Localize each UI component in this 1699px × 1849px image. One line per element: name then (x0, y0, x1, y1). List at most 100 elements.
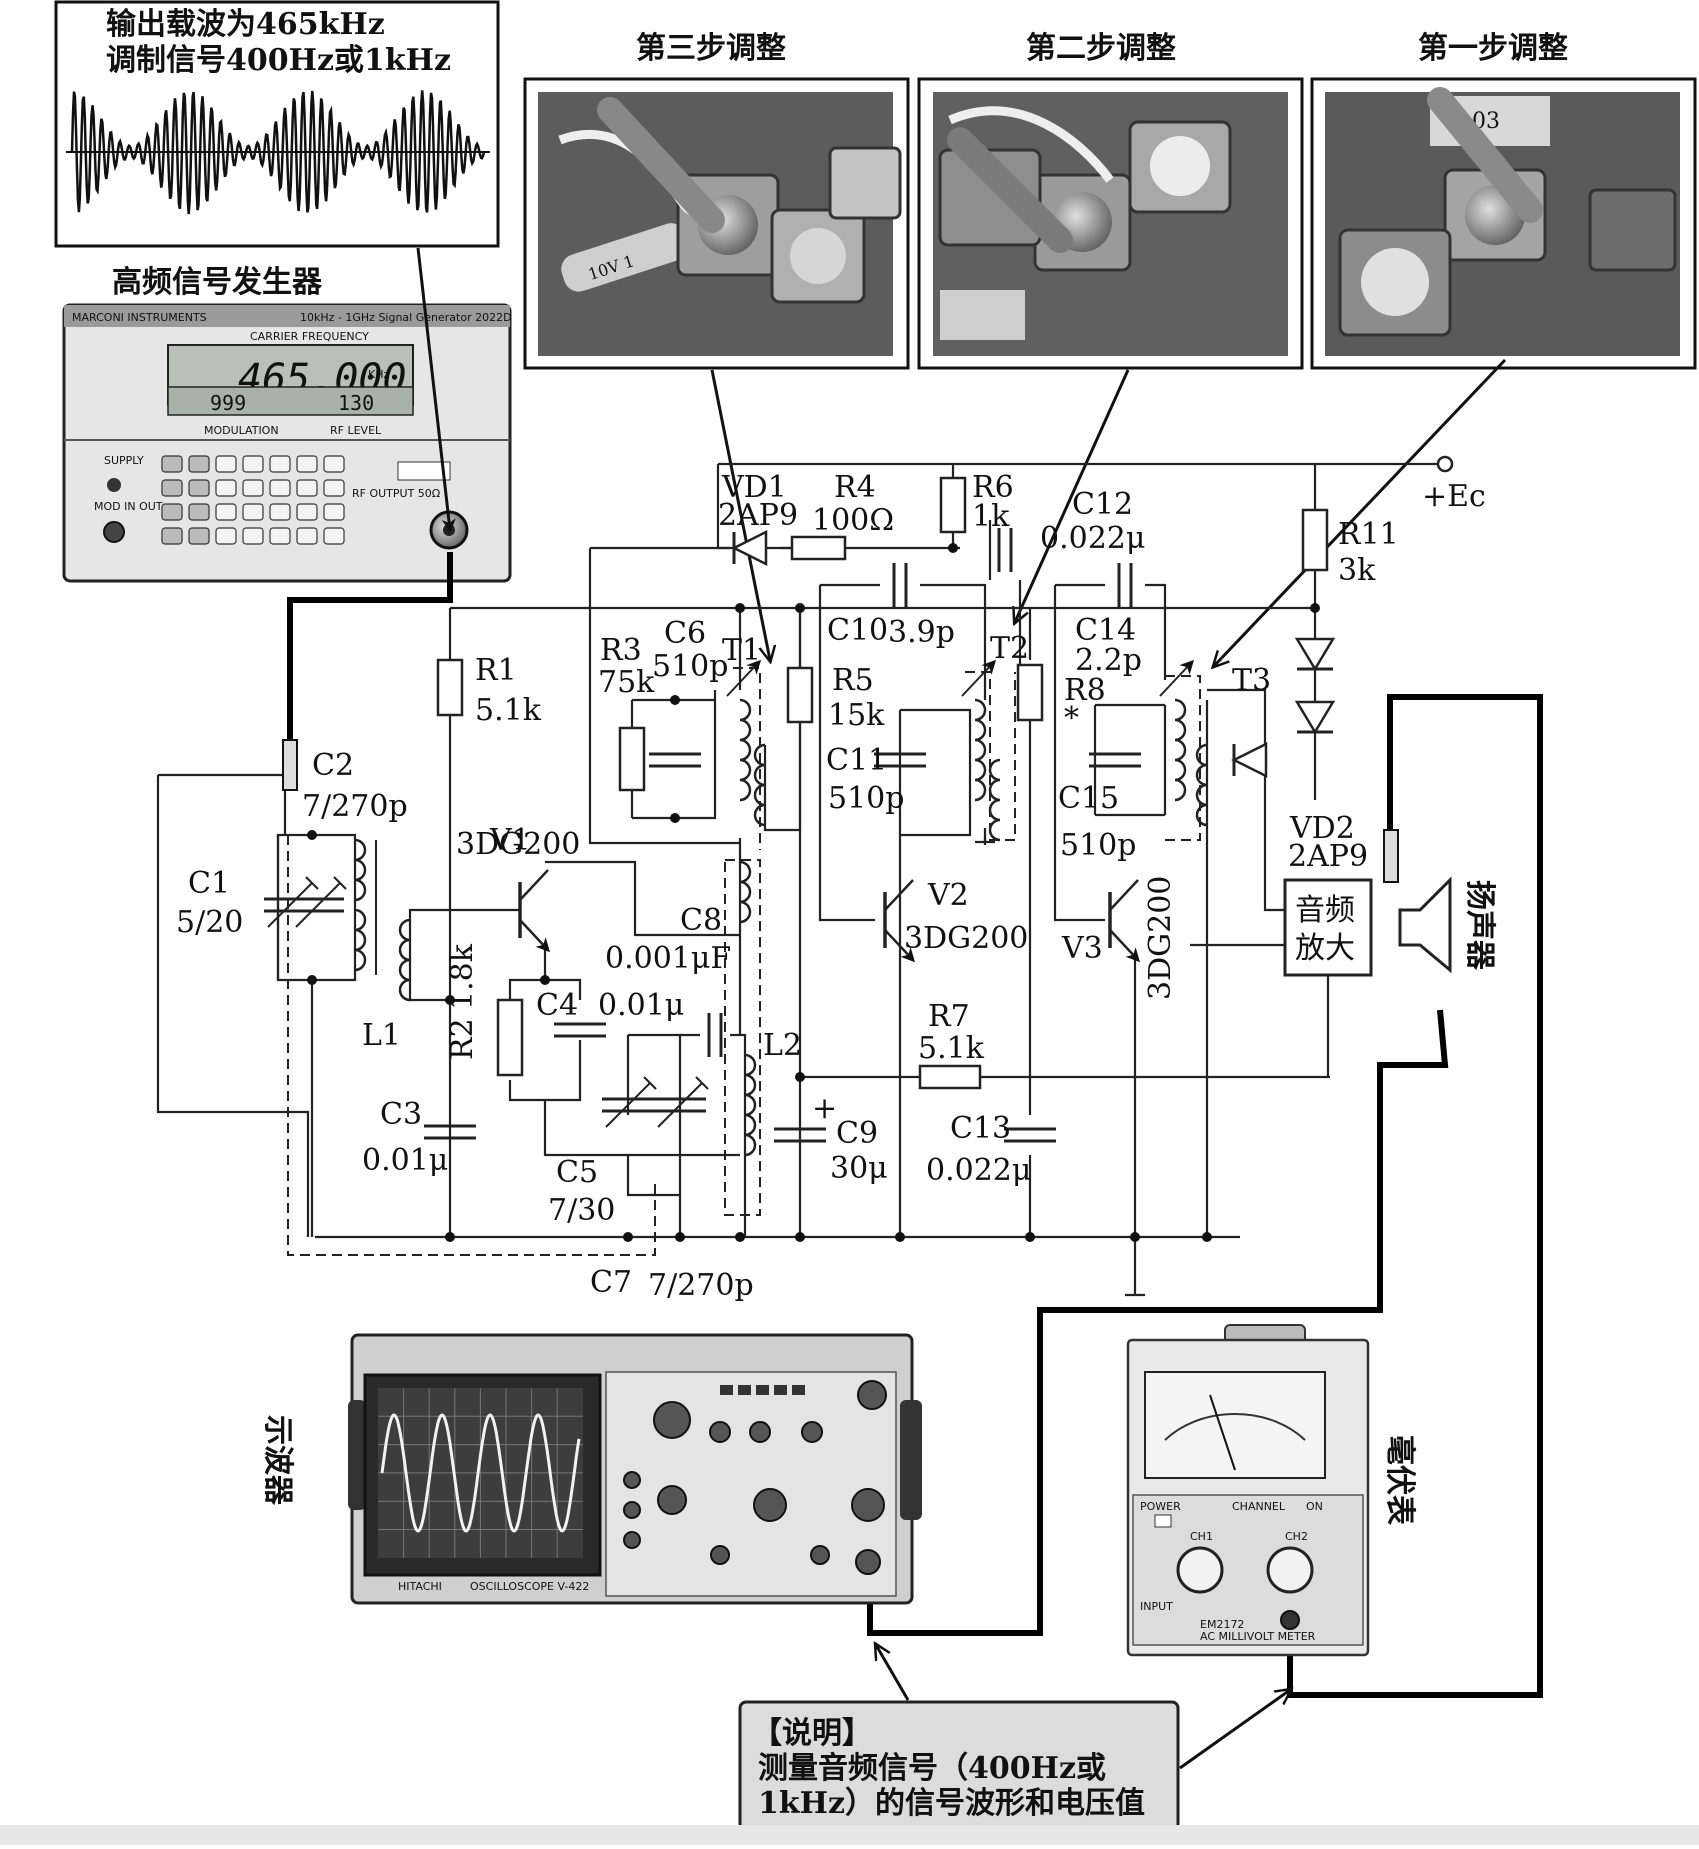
generator-key[interactable] (242, 503, 264, 521)
generator-key[interactable] (188, 479, 210, 497)
generator-key[interactable] (323, 455, 345, 473)
label-r2v: 1.8k (445, 943, 480, 1010)
generator-key[interactable] (242, 527, 264, 545)
generator-key[interactable] (188, 455, 210, 473)
vd2-a (1294, 637, 1336, 672)
generator-key[interactable] (188, 527, 210, 545)
generator-key[interactable] (323, 503, 345, 521)
v2-collector (884, 879, 914, 911)
scope-knob[interactable] (623, 1531, 641, 1549)
mvm-ch2-knob[interactable] (1266, 1546, 1314, 1594)
amp-probe-1[interactable] (1383, 829, 1399, 883)
generator-key[interactable] (161, 455, 183, 473)
generator-key[interactable] (242, 479, 264, 497)
scope-knob[interactable] (709, 1421, 731, 1443)
label-c2v: 7/270p (302, 789, 408, 824)
label-r6v: 1k (972, 499, 1010, 534)
junction-dot (445, 1232, 455, 1242)
scope-knob[interactable] (710, 1545, 730, 1565)
junction-dot (895, 1232, 905, 1242)
scope-knob[interactable] (623, 1501, 641, 1519)
scope-button[interactable] (756, 1385, 769, 1395)
scope-knob[interactable] (810, 1545, 830, 1565)
c7-trim-trim (657, 1082, 703, 1128)
note-arrow-mvm (1179, 1690, 1290, 1770)
scope-button[interactable] (792, 1385, 805, 1395)
scope-knobs (623, 1380, 887, 1575)
label-r5: R5 (832, 663, 874, 698)
scope-button[interactable] (774, 1385, 787, 1395)
t1-secondary (753, 743, 766, 827)
mvm-model-sub: AC MILLIVOLT METER (1200, 1630, 1316, 1643)
generator-key[interactable] (242, 455, 264, 473)
generator-key[interactable] (269, 479, 291, 497)
l1-coil-a (354, 838, 367, 902)
label-c3: C3 (380, 1097, 422, 1132)
scope-button[interactable] (720, 1385, 733, 1395)
label-c12v: 0.022μ (1040, 521, 1145, 556)
mvm-needle (1209, 1394, 1236, 1471)
mvm-power-switch[interactable] (1154, 1514, 1172, 1528)
scope-knob[interactable] (623, 1471, 641, 1489)
supply-switch[interactable] (107, 478, 121, 492)
mvm-ch1-knob[interactable] (1176, 1546, 1224, 1594)
generator-key[interactable] (161, 527, 183, 545)
generator-key[interactable] (296, 527, 318, 545)
label-c9: C9 (836, 1116, 878, 1151)
junction-dot (670, 813, 680, 823)
t2-primary (974, 698, 987, 802)
scope-button[interactable] (738, 1385, 751, 1395)
generator-key[interactable] (269, 527, 291, 545)
scope-knob[interactable] (801, 1421, 823, 1443)
step2-arrow (1015, 369, 1130, 622)
generator-key[interactable] (161, 503, 183, 521)
generator-key[interactable] (188, 503, 210, 521)
generator-key[interactable] (215, 503, 237, 521)
scope-knob[interactable] (657, 1485, 687, 1515)
scope-knob[interactable] (753, 1488, 787, 1522)
l2-coil (744, 1053, 757, 1157)
scope-knob[interactable] (653, 1401, 691, 1439)
step3-capacitor (561, 223, 689, 292)
generator-key[interactable] (269, 503, 291, 521)
mvm-input-label: INPUT (1140, 1600, 1173, 1613)
label-l2: L2 (763, 1028, 802, 1063)
step2-wire (948, 106, 1114, 183)
generator-key[interactable] (161, 479, 183, 497)
generator-key[interactable] (323, 479, 345, 497)
waveform-line1: 输出载波为465kHz (106, 7, 385, 42)
mod-in-connector[interactable] (103, 521, 125, 543)
generator-key[interactable] (215, 479, 237, 497)
scope-knob[interactable] (749, 1421, 771, 1443)
scope-knob[interactable] (857, 1380, 887, 1410)
label-t3: T3 (1232, 663, 1271, 698)
label-c11v: 510p (828, 781, 904, 816)
label-r1: R1 (475, 653, 517, 688)
mod-readout: 999 (210, 391, 246, 415)
generator-key[interactable] (296, 479, 318, 497)
circuit-labels: C27/270pC15/20L1R15.1kV13DG200C30.01μR21… (176, 470, 1497, 1303)
circuit-components: + (264, 476, 1452, 1242)
scope-knob[interactable] (851, 1488, 885, 1522)
generator-key[interactable] (323, 527, 345, 545)
generator-key[interactable] (296, 503, 318, 521)
junction-dot (670, 695, 680, 705)
r2 (496, 998, 524, 1077)
am-waveform (70, 90, 486, 215)
speaker-label: 扬声器 (1462, 880, 1497, 971)
generator-key[interactable] (269, 455, 291, 473)
generator-cable (287, 552, 453, 745)
label-c13v: 0.022μ (926, 1153, 1031, 1188)
mvm-input-connector[interactable] (1280, 1610, 1300, 1630)
label-r3: R3 (600, 633, 642, 668)
generator-key[interactable] (215, 455, 237, 473)
scope-knob[interactable] (855, 1549, 881, 1575)
generator-model: 10kHz - 1GHz Signal Generator 2022D (300, 311, 512, 324)
label-c9v: 30μ (830, 1151, 888, 1186)
generator-key[interactable] (215, 527, 237, 545)
generator-key[interactable] (296, 455, 318, 473)
mvm-model: EM2172 (1200, 1618, 1244, 1631)
generator-probe[interactable] (282, 739, 298, 791)
label-r6: R6 (972, 470, 1014, 505)
